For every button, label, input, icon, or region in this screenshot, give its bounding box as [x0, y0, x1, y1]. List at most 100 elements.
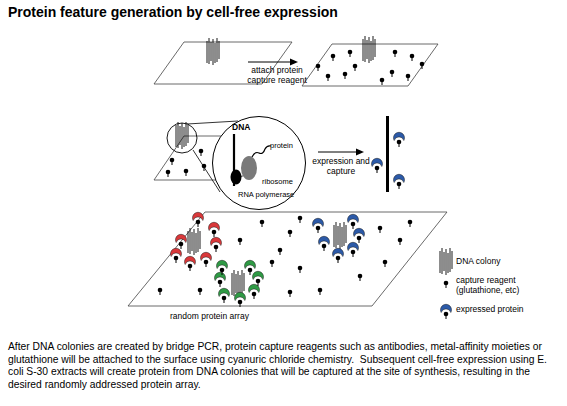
capture-reagent	[188, 264, 193, 271]
dna-colony	[232, 270, 244, 297]
capture-reagent	[288, 230, 293, 237]
mrna-strand	[238, 172, 246, 177]
capture-reagent	[238, 300, 243, 307]
surface-plane	[128, 212, 447, 306]
expressed-protein	[201, 252, 212, 260]
expressed-protein	[245, 260, 256, 268]
arrow-head	[290, 59, 298, 66]
expressed-protein	[394, 174, 405, 182]
dna-colony	[334, 222, 346, 249]
ribosome-shape	[241, 156, 257, 180]
capture-reagent	[199, 149, 204, 156]
capture-reagent	[378, 226, 383, 233]
legend-protein-icon	[441, 304, 452, 312]
capture-reagent	[166, 170, 171, 177]
node-outline	[128, 212, 447, 324]
capture-reagent	[375, 166, 380, 173]
dna-colony	[207, 38, 219, 65]
capture-reagent	[348, 50, 353, 57]
zoom-line	[187, 121, 238, 124]
expressed-protein	[193, 212, 204, 220]
expressed-protein	[209, 222, 220, 230]
capture-reagent	[256, 279, 261, 286]
expressed-protein	[394, 132, 405, 140]
legend-text: capture reagent (glutathione, etc)	[456, 275, 519, 295]
legend-row: expressed protein	[456, 305, 556, 315]
capture-reagent	[174, 256, 179, 263]
capture-reagent	[357, 236, 362, 243]
expressed-protein	[217, 260, 228, 268]
step-arrow	[318, 152, 358, 153]
dna-colony	[188, 228, 200, 255]
capture-reagent	[220, 268, 225, 275]
legend-text: expressed protein	[456, 304, 524, 314]
capture-reagent	[322, 244, 327, 251]
magnified-view: DNAproteinribosomeRNA polymerase	[212, 116, 306, 210]
capture-reagent	[343, 72, 348, 79]
capture-reagent	[184, 169, 189, 176]
expressed-protein	[219, 288, 230, 296]
capture-reagent	[214, 245, 219, 252]
polymerase-shape	[231, 170, 242, 185]
step-label: attach protein capture reagent	[246, 66, 308, 86]
capture-reagent	[397, 140, 402, 147]
legend-row: capture reagent (glutathione, etc)	[456, 276, 551, 296]
capture-reagent	[252, 292, 257, 299]
dna-strand	[233, 134, 235, 186]
capture-reagent	[398, 238, 403, 245]
arrow-head	[356, 149, 364, 156]
capture-reagent	[351, 222, 356, 229]
expressed-protein	[372, 158, 383, 166]
capture-reagent	[248, 268, 253, 275]
capture-reagent	[179, 242, 184, 249]
capture-reagent	[406, 74, 411, 81]
node-text: RNA polymerase	[238, 191, 294, 200]
legend-text: DNA colony	[456, 256, 500, 266]
capture-reagent	[270, 260, 275, 267]
capture-reagent	[278, 248, 283, 255]
capture-reagent	[158, 288, 163, 295]
capture-reagent	[410, 54, 415, 61]
capture-reagent	[170, 158, 175, 165]
capture-reagent	[218, 280, 223, 287]
dna-colony	[363, 36, 375, 63]
legend-row: DNA colony	[456, 257, 556, 267]
expressed-protein	[313, 218, 324, 226]
capture-reagent	[353, 64, 358, 71]
expressed-protein	[354, 228, 365, 236]
expressed-protein	[249, 284, 260, 292]
capture-reagent	[260, 220, 265, 227]
legend-reagent-icon	[444, 281, 449, 288]
capture-reagent	[420, 62, 425, 69]
capture-reagent	[298, 216, 303, 223]
capture-reagent	[380, 78, 385, 85]
capture-reagent	[212, 230, 217, 237]
capture-reagent	[238, 238, 243, 245]
expressed-protein	[348, 242, 359, 250]
capture-reagent	[196, 220, 201, 227]
node-text: protein	[270, 142, 293, 151]
node-text: ribosome	[262, 178, 293, 187]
capture-reagent	[316, 226, 321, 233]
step-label: expression and capture	[310, 157, 372, 177]
capture-reagent	[397, 182, 402, 189]
expressed-protein	[235, 292, 246, 300]
surface-plane	[302, 44, 438, 86]
capture-reagent	[222, 296, 227, 303]
capture-reagent	[351, 250, 356, 257]
capture-reagent	[288, 290, 293, 297]
capture-reagent	[393, 50, 398, 57]
caption-text: After DNA colonies are created by bridge…	[8, 341, 562, 391]
expressed-protein	[211, 237, 222, 245]
capture-reagent	[358, 274, 363, 281]
expressed-protein	[319, 236, 330, 244]
expressed-protein	[253, 271, 264, 279]
expressed-protein	[215, 272, 226, 280]
expressed-protein	[185, 256, 196, 264]
expressed-protein	[176, 234, 187, 242]
capture-reagent	[298, 266, 303, 273]
capture-reagent	[318, 288, 323, 295]
diagram-title: Protein feature generation by cell-free …	[8, 4, 338, 20]
dna-colony	[176, 122, 188, 149]
capture-reagent	[198, 288, 203, 295]
